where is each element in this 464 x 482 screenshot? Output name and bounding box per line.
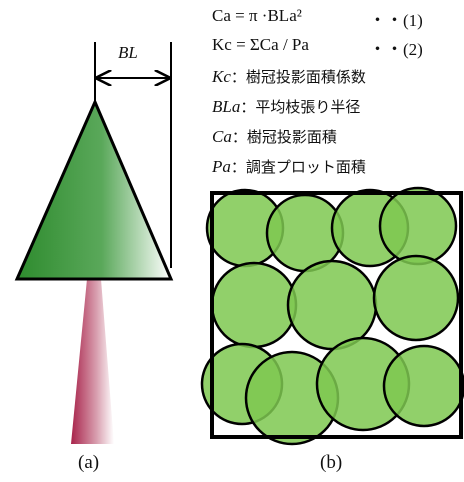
definition-symbol: Kc xyxy=(212,67,231,86)
dimension-label: BL xyxy=(118,43,138,62)
formula-1-text: Ca = π ·BLa² xyxy=(212,6,302,25)
formula-1-number: ・・(1) xyxy=(369,11,423,30)
crown-circle xyxy=(210,261,298,349)
definition-meaning: ：調査プロット面積 xyxy=(230,158,366,176)
crown-circle xyxy=(382,344,464,428)
definition-meaning: ：樹冠投影面積係数 xyxy=(230,68,366,86)
tree-crown xyxy=(14,98,174,281)
definition-kc: Kc：樹冠投影面積係数 xyxy=(212,66,366,87)
crown-circle xyxy=(372,254,460,342)
crown-circle xyxy=(378,186,458,266)
formula-2: Kc = ΣCa / Pa ・・(2) xyxy=(212,35,423,59)
crown-circles xyxy=(200,186,464,446)
definition-bla: BLa：平均枝張り半径 xyxy=(212,96,360,117)
crown-circle xyxy=(286,259,378,351)
definition-pa: Pa：調査プロット面積 xyxy=(212,156,366,177)
definition-meaning: ：樹冠投影面積 xyxy=(231,128,337,146)
definition-symbol: BLa xyxy=(212,97,241,116)
formula-2-text: Kc = ΣCa / Pa xyxy=(212,35,309,54)
definition-symbol: Ca xyxy=(212,127,232,146)
caption-a: (a) xyxy=(78,452,100,473)
plot-diagram xyxy=(200,186,464,446)
caption-b: (b) xyxy=(320,452,343,473)
tree-trunk xyxy=(71,279,114,444)
tree-diagram xyxy=(14,42,174,444)
definition-symbol: Pa xyxy=(212,157,231,176)
formula-1: Ca = π ·BLa² ・・(1) xyxy=(212,6,423,30)
definition-meaning: ：平均枝張り半径 xyxy=(240,98,361,116)
survey-plot-boundary xyxy=(210,191,463,439)
formula-2-number: ・・(2) xyxy=(369,40,423,59)
definition-ca: Ca：樹冠投影面積 xyxy=(212,126,337,147)
